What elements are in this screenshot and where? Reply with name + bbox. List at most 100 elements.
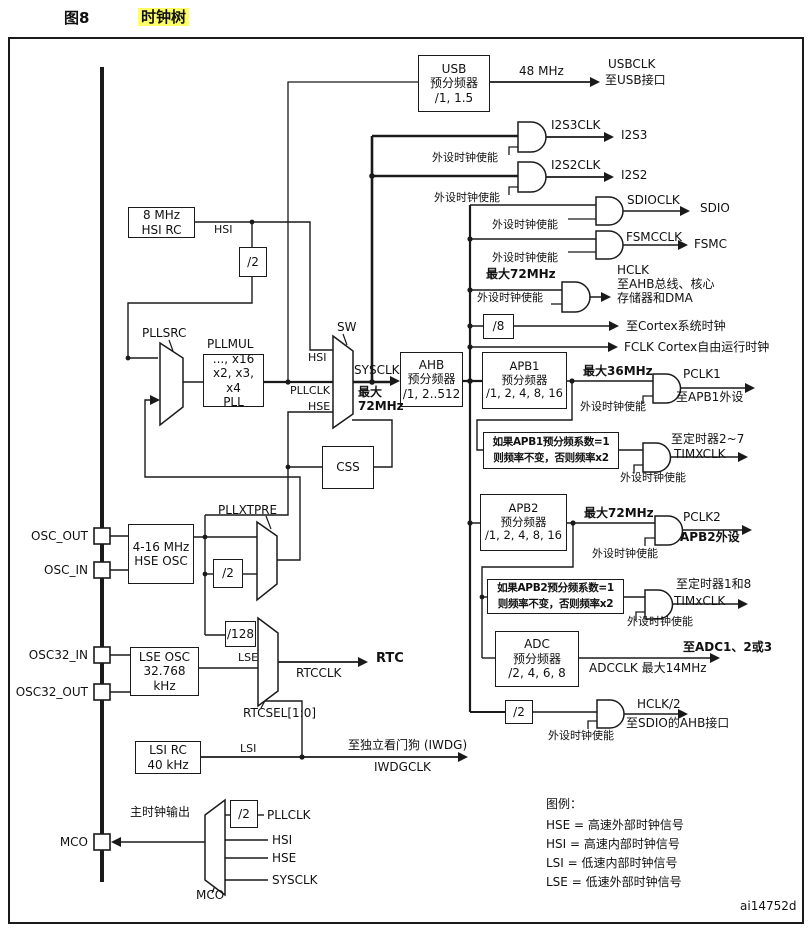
hclk2-gate <box>596 699 625 729</box>
osc-out-pin-label: OSC_OUT <box>31 529 88 543</box>
hsi-signal-label: HSI <box>214 223 233 236</box>
mco-mux-label: MCO <box>196 888 225 902</box>
pclk1-max-label: 最大36MHz <box>583 364 653 378</box>
pllmul-label: PLLMUL <box>207 337 254 351</box>
wire-pllxtpre-out <box>144 399 301 561</box>
usb-dest-label: 至USB接口 <box>605 73 666 87</box>
tim1-clk-label: TIMXCLK <box>674 447 726 461</box>
mco-pin <box>93 833 111 851</box>
hsi-rc-block: 8 MHz HSI RC <box>128 207 195 238</box>
mco-sysclk-label: SYSCLK <box>272 873 318 887</box>
hse-div2-block: /2 <box>213 559 243 588</box>
hsi-div2-block: /2 <box>239 247 267 277</box>
hse-osc-block: 4-16 MHz HSE OSC <box>128 524 194 584</box>
wires <box>100 67 750 894</box>
sdio-dest-label: SDIO <box>700 201 730 215</box>
lsi-rc-block: LSI RC 40 kHz <box>135 741 201 774</box>
osc-out-pin <box>93 527 111 545</box>
pclk1-label: PCLK1 <box>683 367 721 381</box>
sdio-enable-label: 外设时钟使能 <box>492 218 558 231</box>
osc32-in-pin-label: OSC32_IN <box>28 648 88 662</box>
tim2-dest-label: 至定时器1和8 <box>676 577 752 591</box>
pclk2-label: PCLK2 <box>683 510 721 524</box>
fsmcclk-label: FSMCCLK <box>626 230 682 244</box>
fsmc-gate <box>595 230 624 260</box>
pllclk-signal-label: PLLCLK <box>290 384 330 397</box>
apb2-timer-rule-block: 如果APB2预分频系数=1 则频率不变，否则频率x2 <box>487 579 624 614</box>
osc-in-pin <box>93 561 111 579</box>
legend: 图例： HSE = 高速外部时钟信号 HSI = 高速内部时钟信号 LSI = … <box>546 795 684 892</box>
figure-title: 时钟树 <box>138 6 190 27</box>
tim2-clk-label: TIMxCLK <box>674 594 726 608</box>
hclk-enable-label: 外设时钟使能 <box>477 291 543 304</box>
mco-note-label: 主时钟输出 <box>130 805 191 819</box>
mux-shapes <box>159 334 354 897</box>
pclk2-max-label: 最大72MHz <box>584 506 654 520</box>
sw-mux <box>332 334 354 430</box>
legend-item-lse: LSE = 低速外部时钟信号 <box>546 875 682 889</box>
figure-number: 图8 <box>64 9 90 27</box>
legend-item-hse: HSE = 高速外部时钟信号 <box>546 818 684 832</box>
hclk2-label: HCLK/2 <box>637 697 681 711</box>
sysclk-max-label: 最大 72MHz <box>358 385 404 414</box>
pll-block: ..., x16 x2, x3, x4 PLL <box>203 352 264 409</box>
tim2-gate <box>644 589 674 620</box>
legend-item-lsi: LSI = 低速内部时钟信号 <box>546 856 678 870</box>
lse-signal-label: LSE <box>238 651 259 664</box>
sw-mux-label: SW <box>337 320 357 334</box>
hclk2-dest-label: 至SDIO的AHB接口 <box>626 716 730 730</box>
i2s2-enable-label: 外设时钟使能 <box>434 191 500 204</box>
apb2-prescaler-block: APB2 预分频器 /1, 2, 4, 8, 16 <box>480 494 567 551</box>
adcclk-label: ADCCLK 最大14MHz <box>589 661 707 675</box>
pin-squares <box>93 527 111 851</box>
pclk2-enable-label: 外设时钟使能 <box>592 547 658 560</box>
i2s3-gate <box>517 121 547 153</box>
arrowheads <box>111 77 755 847</box>
rtc-dest-label: RTC <box>376 651 404 666</box>
rtcsel-mux-label: RTCSEL[1:0] <box>243 706 317 720</box>
iwdg-dest-label: 至独立看门狗 (IWDG) <box>348 738 468 752</box>
fclk-dest-label: FCLK Cortex自由运行时钟 <box>624 340 770 354</box>
wire-pllclk-to-usb <box>287 81 418 382</box>
rtcclk-label: RTCCLK <box>296 666 342 680</box>
usbclk-label: USBCLK <box>608 57 656 71</box>
diagram-border <box>8 37 804 924</box>
tim2-enable-label: 外设时钟使能 <box>627 615 693 628</box>
figure-title-highlight: 时钟树 <box>138 8 190 26</box>
legend-item-hsi: HSI = 高速内部时钟信号 <box>546 837 680 851</box>
legend-heading: 图例： <box>546 797 583 811</box>
hclk-dest-label: HCLK 至AHB总线、核心 存储器和DMA <box>617 263 715 306</box>
i2s3-enable-label: 外设时钟使能 <box>432 151 498 164</box>
div8-block: /8 <box>483 314 514 339</box>
i2s2clk-label: I2S2CLK <box>551 158 601 172</box>
tim1-dest-label: 至定时器2~7 <box>671 432 745 446</box>
hclk-max-label: 最大72MHz <box>486 267 556 281</box>
apb1-prescaler-block: APB1 预分频器 /1, 2, 4, 8, 16 <box>482 352 567 409</box>
mco-mux <box>204 798 226 897</box>
mco-pllclk-label: PLLCLK <box>267 808 311 822</box>
usb-freq-label: 48 MHz <box>519 64 564 78</box>
mco-hsi-label: HSI <box>272 833 293 847</box>
pclk2-dest-label: APB2外设 <box>680 530 740 544</box>
mco-pin-label: MCO <box>59 835 88 849</box>
osc-in-pin-label: OSC_IN <box>44 563 88 577</box>
fsmc-enable-label: 外设时钟使能 <box>492 251 558 264</box>
osc32-out-pin-label: OSC32_OUT <box>15 685 88 699</box>
pclk2-gate <box>654 515 684 546</box>
apb1-timer-rule-block: 如果APB1预分频系数=1 则频率不变，否则频率x2 <box>483 432 619 469</box>
mco-div2-block: /2 <box>230 800 258 828</box>
pllxtpre-mux <box>256 520 278 602</box>
pllsrc-mux-label: PLLSRC <box>142 326 187 340</box>
fsmc-dest-label: FSMC <box>694 237 728 251</box>
wire-hse-to-sw <box>205 411 333 516</box>
tim1-enable-label: 外设时钟使能 <box>620 471 686 484</box>
lse-osc-block: LSE OSC 32.768 kHz <box>130 647 199 696</box>
tim1-gate <box>642 442 672 473</box>
pllsrc-mux <box>159 341 184 427</box>
pclk1-enable-label: 外设时钟使能 <box>580 400 646 413</box>
osc32-out-pin <box>93 683 111 701</box>
sw-hsi-input-label: HSI <box>308 351 327 364</box>
sysclk-signal-label: SYSCLK <box>354 363 400 377</box>
